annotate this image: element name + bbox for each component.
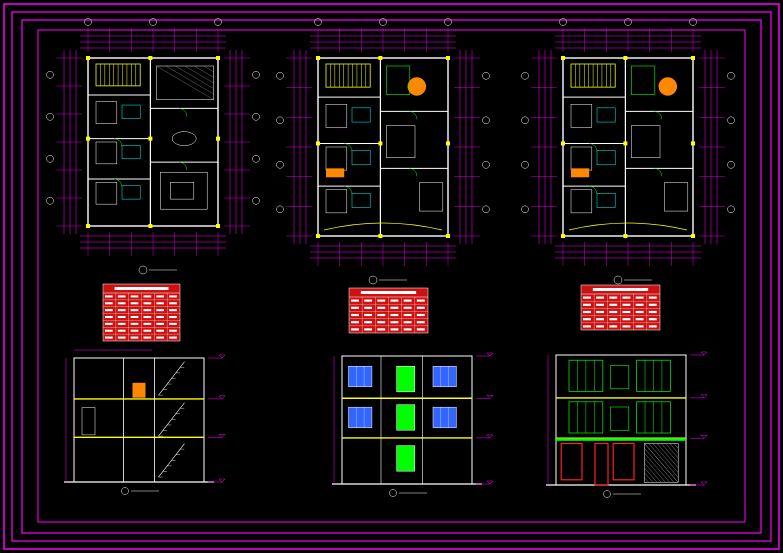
columns	[316, 56, 450, 238]
title-marker	[368, 275, 378, 285]
ground-floor-openings	[560, 442, 635, 486]
doors	[343, 111, 418, 195]
rear-elevation	[332, 352, 494, 497]
front-elevation	[546, 351, 708, 498]
sheet-border	[3, 3, 780, 550]
title-marker	[138, 265, 148, 275]
stair	[325, 63, 371, 88]
level-markers	[333, 352, 494, 485]
schedule-table-2	[348, 287, 429, 334]
grid-bubbles	[521, 18, 735, 214]
columns	[86, 56, 220, 228]
schedule-table-1	[102, 283, 181, 342]
walls	[562, 57, 694, 237]
furniture	[568, 65, 689, 231]
stair	[570, 63, 616, 88]
ground-floor-plan	[46, 18, 260, 275]
stair	[95, 63, 141, 87]
dimension-lines	[286, 28, 480, 266]
schedule-tables	[102, 283, 661, 342]
walls	[317, 57, 449, 237]
section-view	[64, 349, 226, 495]
second-floor-plan	[521, 18, 735, 285]
walls	[87, 57, 219, 227]
title-marker	[121, 487, 129, 495]
title-marker	[603, 490, 611, 498]
schedule-table-3	[580, 284, 661, 331]
title-marker	[389, 489, 397, 497]
title-marker	[613, 275, 623, 285]
level-markers	[547, 351, 708, 486]
furniture	[323, 65, 444, 231]
windows	[568, 359, 671, 434]
dimension-lines	[531, 28, 725, 266]
grid-bubbles	[276, 18, 490, 214]
grid-bubbles	[46, 18, 260, 205]
sections-elevations	[64, 349, 708, 498]
doors	[113, 108, 188, 187]
dimension-lines	[56, 28, 250, 256]
floor-plans	[46, 18, 735, 285]
columns	[561, 56, 695, 238]
windows	[348, 365, 457, 472]
first-floor-plan	[276, 18, 490, 285]
hatch-panel	[644, 443, 679, 483]
level-markers	[65, 354, 226, 483]
furniture	[95, 65, 214, 210]
stair-flight	[158, 361, 185, 478]
doors	[588, 111, 663, 195]
